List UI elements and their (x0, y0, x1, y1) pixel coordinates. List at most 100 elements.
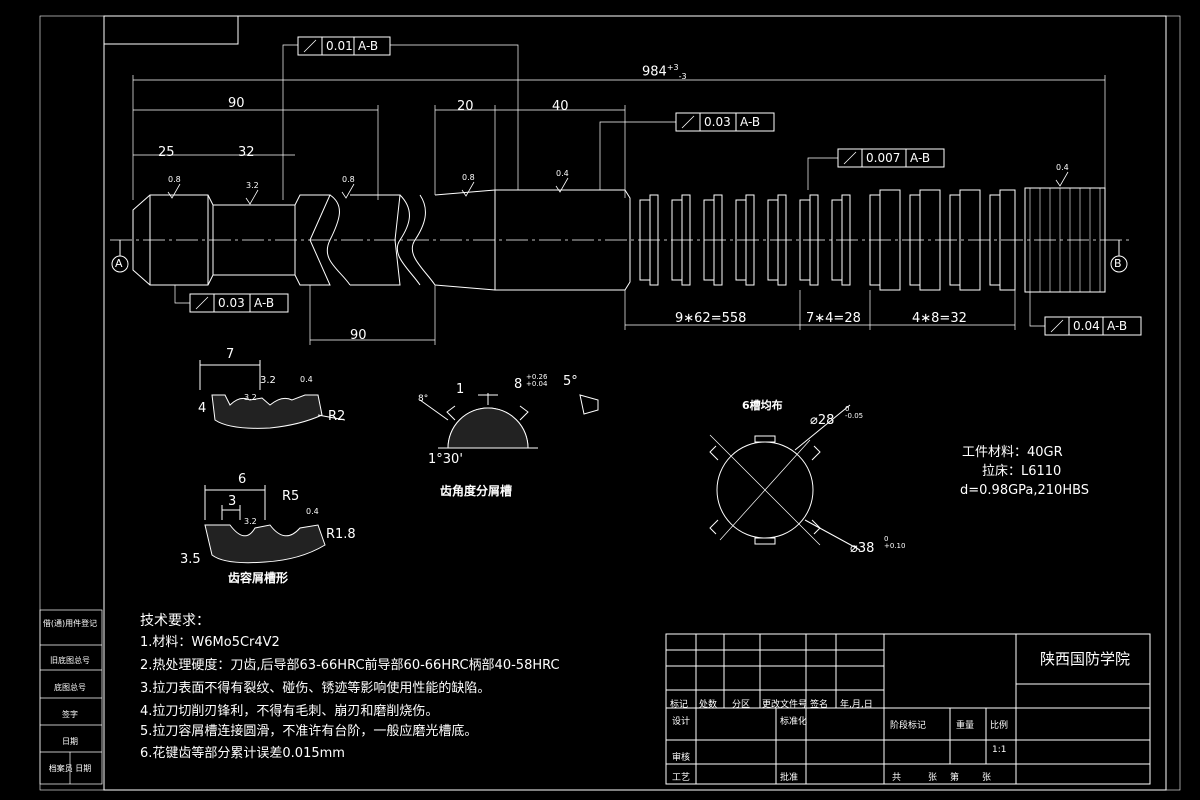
section-d38: ⌀38 (850, 541, 875, 556)
tb-di: 第 (950, 773, 960, 783)
tech-item-2: 2.热处理硬度：刀齿,后导部63-66HRC前导部60-66HRC柄部40-58… (140, 658, 560, 673)
tb-biaoji: 标记 (670, 700, 689, 710)
detail2-title: 齿容屑槽形 (228, 571, 289, 585)
detail3-angle-8: 8° (418, 394, 429, 404)
side-strip (39, 609, 103, 785)
workpiece-material: 工件材料：40GR (962, 445, 1063, 460)
dim-32: 32 (238, 145, 255, 160)
detail3-tol: +0.26 +0.04 (526, 373, 548, 388)
side-label-3: 底图总号 (54, 683, 86, 692)
rear-guide (1024, 187, 1106, 293)
tb-zhongliang: 重量 (956, 721, 975, 731)
side-label-5: 日期 (62, 737, 78, 746)
tech-item-3: 3.拉刀表面不得有裂纹、碰伤、锈迹等影响使用性能的缺陷。 (140, 681, 491, 696)
school-name: 陕西国防学院 (1040, 650, 1131, 668)
tb-nyr: 年,月,日 (840, 700, 873, 710)
tech-item-1: 1.材料：W6Mo5Cr4V2 (140, 635, 280, 650)
datum-a: A (115, 257, 123, 270)
tech-heading: 技术要求： (140, 613, 210, 629)
outer-border (39, 15, 1181, 791)
tol-1-value: 0.01 (326, 39, 353, 53)
roughness-3: 0.8 (342, 175, 355, 184)
tol-3-ref: A-B (910, 151, 931, 165)
dim-20: 20 (457, 99, 474, 114)
dim-25: 25 (158, 145, 175, 160)
detail1-rough-a: 3.2 (260, 375, 276, 386)
tol-4-ref: A-B (254, 296, 275, 310)
front-guide (434, 189, 631, 291)
corner-box (104, 16, 239, 45)
dim-teeth-2: 7∗4=28 (806, 311, 861, 326)
detail3-dim-8: 8 (514, 377, 523, 392)
tol-5-ref: A-B (1107, 319, 1128, 333)
tb-biaozhun: 标准化 (780, 717, 808, 727)
side-label-2: 旧底图总号 (50, 656, 90, 665)
tb-qianming: 签名 (810, 700, 829, 710)
roughness-5: 0.4 (556, 169, 569, 178)
tol-2-value: 0.03 (704, 115, 731, 129)
detail3-title: 齿角度分屑槽 (440, 484, 513, 498)
scale-value: 1:1 (992, 745, 1007, 755)
detail2-r18: R1.8 (326, 527, 356, 542)
section-d28: ⌀28 (810, 413, 835, 428)
tb-zhang2: 张 (982, 773, 992, 783)
tb-fenqu: 分区 (732, 700, 751, 710)
detail3-angle-5: 5° (563, 374, 578, 389)
side-label-1: 借(通)用件登记 (42, 619, 98, 628)
shank-section (132, 194, 331, 286)
detail2-dim-35: 3.5 (180, 552, 201, 567)
dim-90-b: 90 (350, 328, 367, 343)
tech-item-4: 4.拉刀切削刃锋利，不得有毛刺、崩刃和磨削烧伤。 (140, 704, 439, 719)
title-block (665, 633, 1151, 785)
tb-sheji: 设计 (672, 717, 691, 727)
side-label-4: 签字 (62, 710, 78, 719)
tb-chushu: 处数 (699, 700, 718, 710)
datum-b: B (1114, 257, 1122, 270)
tb-pizhun: 批准 (780, 773, 799, 783)
tol-2-ref: A-B (740, 115, 761, 129)
roughness-2: 3.2 (246, 181, 259, 190)
detail1-dim-7: 7 (226, 347, 235, 362)
workpiece-props: d=0.98GPa,210HBS (960, 483, 1090, 498)
tb-zhang: 张 (928, 773, 938, 783)
side-label-6: 档案员 日期 (48, 764, 92, 773)
detail1-rough-c: 0.4 (300, 375, 313, 384)
detail-chip-flute (204, 485, 326, 564)
section-title: 6槽均布 (742, 399, 783, 412)
detail1-dim-4: 4 (198, 401, 207, 416)
detail1-rough-b: 3.2 (244, 393, 257, 402)
detail2-dim-6: 6 (238, 472, 247, 487)
tb-gongyi: 工艺 (672, 773, 691, 783)
detail2-rough-a: 3.2 (244, 517, 257, 526)
tb-gengai: 更改文件号 (762, 700, 808, 710)
detail1-r2: R2 (328, 409, 346, 424)
tech-item-6: 6.花键齿等部分累计误差0.015mm (140, 746, 345, 761)
detail-slot-profile (199, 360, 346, 429)
section-d38-tol: 0 +0.10 (884, 535, 906, 550)
tb-bili: 比例 (990, 721, 1009, 731)
roughness-4: 0.8 (462, 173, 475, 182)
tech-item-5: 5.拉刀容屑槽连接圆滑，不准许有台阶，一般应磨光槽底。 (140, 724, 478, 739)
section-view (709, 404, 861, 551)
dim-40: 40 (552, 99, 569, 114)
detail2-rough-b: 0.4 (306, 507, 319, 516)
tol-3-value: 0.007 (866, 151, 901, 165)
tb-jieduan: 阶段标记 (890, 721, 927, 731)
tol-4-value: 0.03 (218, 296, 245, 310)
detail3-dim-1: 1 (456, 382, 465, 397)
detail2-r5: R5 (282, 489, 300, 504)
detail3-angle-130: 1°30' (428, 452, 463, 467)
roughness-6: 0.4 (1056, 163, 1069, 172)
tol-1-ref: A-B (358, 39, 379, 53)
dim-teeth-3: 4∗8=32 (912, 311, 967, 326)
detail-angle-groove (419, 393, 599, 449)
dim-total: 984+3-3 (642, 63, 687, 81)
workpiece-machine: 拉床：L6110 (982, 464, 1062, 479)
tb-shenhe: 审核 (672, 753, 691, 763)
teeth-group (639, 189, 1016, 291)
tb-gong: 共 (892, 773, 902, 783)
roughness-1: 0.8 (168, 175, 181, 184)
tol-5-value: 0.04 (1073, 319, 1100, 333)
dim-90: 90 (228, 96, 245, 111)
